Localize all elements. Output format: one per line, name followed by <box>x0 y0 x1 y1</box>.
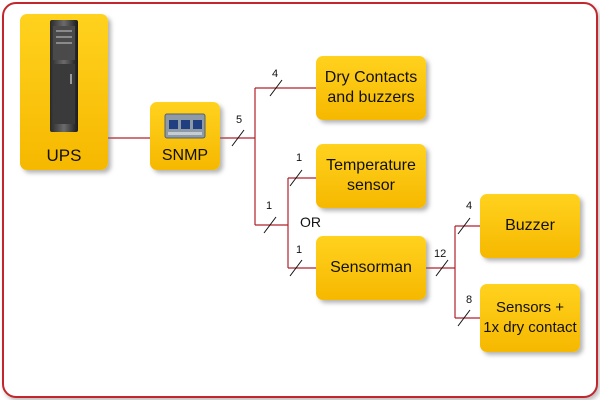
count-sensorman: 1 <box>296 244 303 256</box>
count-sensorman-bus: 12 <box>434 248 447 260</box>
sensorman-label: Sensorman <box>330 259 412 276</box>
tick-sensorman <box>289 259 303 277</box>
buzzer-label: Buzzer <box>505 217 555 234</box>
sensors-label: Sensors + 1x dry contact <box>483 299 577 336</box>
buzzer-node: Buzzer <box>480 194 580 258</box>
temperature-sensor-label: Temperature sensor <box>326 157 416 194</box>
tick-sensorman-bus <box>435 259 449 277</box>
count-buzzer: 4 <box>466 200 473 212</box>
ups-node: UPS <box>20 14 108 170</box>
dry-contacts-node: Dry Contacts and buzzers <box>316 56 426 120</box>
tick-sensors <box>457 309 471 327</box>
count-branch: 1 <box>266 200 273 212</box>
ups-label: UPS <box>46 146 82 165</box>
tick-dry <box>269 79 283 97</box>
or-label: OR <box>300 214 321 230</box>
server-rack-icon <box>50 20 78 132</box>
tick-snmp-bus <box>231 129 245 147</box>
dry-contacts-label: Dry Contacts and buzzers <box>324 69 418 106</box>
tick-temp <box>289 169 303 187</box>
sensors-node: Sensors + 1x dry contact <box>480 284 580 352</box>
snmp-node: SNMP <box>150 102 220 170</box>
count-snmp-bus: 5 <box>236 114 243 126</box>
tick-buzzer <box>457 217 471 235</box>
count-temperature: 1 <box>296 152 303 164</box>
tick-branch <box>263 216 277 234</box>
network-card-icon <box>164 113 206 139</box>
temperature-sensor-node: Temperature sensor <box>316 144 426 208</box>
snmp-label: SNMP <box>161 147 209 164</box>
count-sensors: 8 <box>466 294 473 306</box>
count-dry-contacts: 4 <box>272 68 279 80</box>
sensorman-node: Sensorman <box>316 236 426 300</box>
